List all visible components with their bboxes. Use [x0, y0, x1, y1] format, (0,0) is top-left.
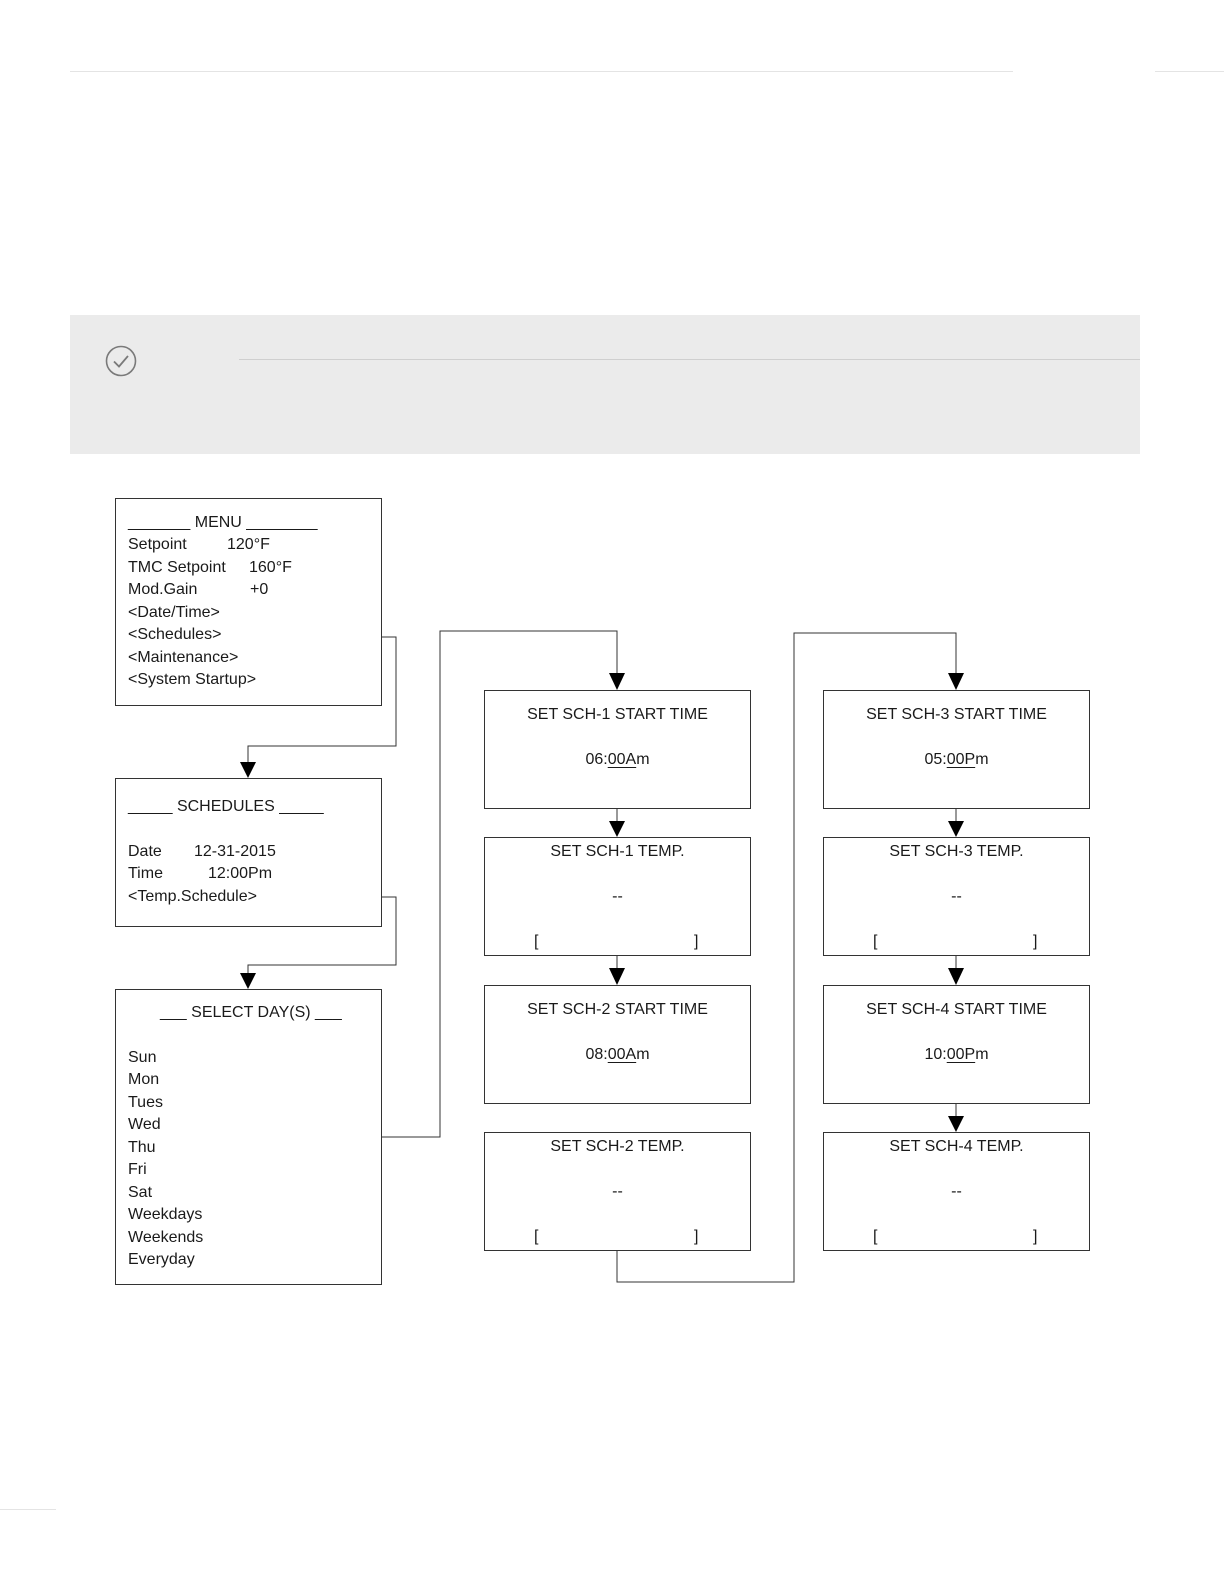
sch2-start-suffix: m — [636, 1046, 650, 1063]
sch3-temp-value: -- — [951, 888, 962, 905]
sch4-start-suffix: m — [975, 1046, 989, 1063]
menu-mod-gain-value: +0 — [250, 581, 269, 598]
arrow-head — [609, 673, 625, 690]
day-option: Tues — [128, 1094, 163, 1111]
sch3-temp-bracket-right: ] — [1033, 933, 1038, 950]
sch1-temp-bracket-left: [ — [534, 933, 539, 950]
sch4-temp-bracket-left: [ — [873, 1228, 878, 1245]
day-option: Weekends — [128, 1229, 204, 1246]
sch1-temp-title: SET SCH-1 TEMP. — [550, 843, 685, 860]
sch1-start-minute: 00A — [607, 751, 637, 768]
day-option: Wed — [128, 1116, 161, 1133]
schedules-date-label: Date — [128, 843, 162, 860]
sch2-temp-screen — [484, 1132, 751, 1251]
day-option: Everyday — [128, 1251, 195, 1268]
sch2-start-title: SET SCH-2 START TIME — [527, 1001, 708, 1018]
note-box — [70, 315, 1140, 454]
arrow-head — [948, 673, 964, 690]
sch4-temp-screen — [823, 1132, 1090, 1251]
menu-setpoint-label: Setpoint — [128, 536, 187, 553]
check-circle-icon — [105, 345, 137, 377]
menu-link-maintenance: <Maintenance> — [128, 649, 239, 666]
sch3-start-minute: 00P — [946, 751, 976, 768]
arrow-head — [609, 821, 625, 837]
schedules-screen — [115, 778, 382, 927]
sch2-temp-value: -- — [612, 1183, 623, 1200]
sch2-start-screen — [484, 985, 751, 1104]
sch3-start-title: SET SCH-3 START TIME — [866, 706, 1047, 723]
sch2-temp-title: SET SCH-2 TEMP. — [550, 1138, 685, 1155]
sch1-start-screen — [484, 690, 751, 809]
sch1-start-hour: 06: — [585, 751, 608, 768]
menu-link-schedules: <Schedules> — [128, 626, 222, 643]
sch1-temp-value: -- — [612, 888, 623, 905]
sch3-start-time: 05:00Pm — [823, 752, 1090, 768]
menu-header: _______ MENU ________ — [128, 514, 318, 531]
day-option: Fri — [128, 1161, 147, 1178]
schedules-time-value: 12:00Pm — [208, 865, 273, 882]
sch2-temp-bracket-left: [ — [534, 1228, 539, 1245]
arrow-head — [948, 968, 964, 985]
sch1-start-time: 06:00Am — [484, 752, 751, 768]
menu-setpoint-value: 120°F — [227, 536, 270, 553]
sch4-start-screen — [823, 985, 1090, 1104]
sch4-temp-bracket-right: ] — [1033, 1228, 1038, 1245]
top-rule — [70, 71, 1013, 72]
top-rule-right — [1155, 71, 1224, 72]
sch4-temp-title: SET SCH-4 TEMP. — [889, 1138, 1024, 1155]
sch4-start-title: SET SCH-4 START TIME — [866, 1001, 1047, 1018]
sch3-temp-bracket-left: [ — [873, 933, 878, 950]
sch4-start-time: 10:00Pm — [823, 1047, 1090, 1063]
arrow-head — [240, 762, 256, 778]
select-days-header: ___ SELECT DAY(S) ___ — [160, 1004, 342, 1021]
arrow-head — [948, 821, 964, 837]
menu-tmc-setpoint-label: TMC Setpoint — [128, 559, 226, 576]
sch1-temp-bracket-right: ] — [694, 933, 699, 950]
arrow-head — [609, 968, 625, 985]
sch4-temp-value: -- — [951, 1183, 962, 1200]
sch4-start-minute: 00P — [946, 1046, 976, 1063]
sch3-start-suffix: m — [975, 751, 989, 768]
sch1-temp-screen — [484, 837, 751, 956]
select-days-screen — [115, 989, 382, 1285]
menu-tmc-setpoint-value: 160°F — [249, 559, 292, 576]
sch2-temp-bracket-right: ] — [694, 1228, 699, 1245]
sch3-temp-screen — [823, 837, 1090, 956]
sch2-start-hour: 08: — [585, 1046, 608, 1063]
sch2-start-time: 08:00Am — [484, 1047, 751, 1063]
menu-mod-gain-label: Mod.Gain — [128, 581, 198, 598]
sch3-temp-title: SET SCH-3 TEMP. — [889, 843, 1024, 860]
menu-screen — [115, 498, 382, 706]
day-option: Weekdays — [128, 1206, 203, 1223]
day-option: Thu — [128, 1139, 156, 1156]
arrow-head — [948, 1116, 964, 1132]
schedules-header: _____ SCHEDULES _____ — [128, 798, 324, 815]
bottom-rule — [0, 1509, 56, 1510]
schedules-link-temp-schedule: <Temp.Schedule> — [128, 888, 257, 905]
sch1-start-title: SET SCH-1 START TIME — [527, 706, 708, 723]
menu-link-date-time: <Date/Time> — [128, 604, 220, 621]
arrow-head — [240, 973, 256, 989]
sch2-start-minute: 00A — [607, 1046, 637, 1063]
sch3-start-hour: 05: — [924, 751, 947, 768]
day-option: Sun — [128, 1049, 157, 1066]
schedules-date-value: 12-31-2015 — [194, 843, 276, 860]
sch1-start-suffix: m — [636, 751, 650, 768]
sch4-start-hour: 10: — [924, 1046, 947, 1063]
note-divider — [239, 359, 1140, 360]
sch3-start-screen — [823, 690, 1090, 809]
day-option: Sat — [128, 1184, 153, 1201]
schedules-time-label: Time — [128, 865, 163, 882]
menu-link-system-startup: <System Startup> — [128, 671, 257, 688]
day-option: Mon — [128, 1071, 160, 1088]
